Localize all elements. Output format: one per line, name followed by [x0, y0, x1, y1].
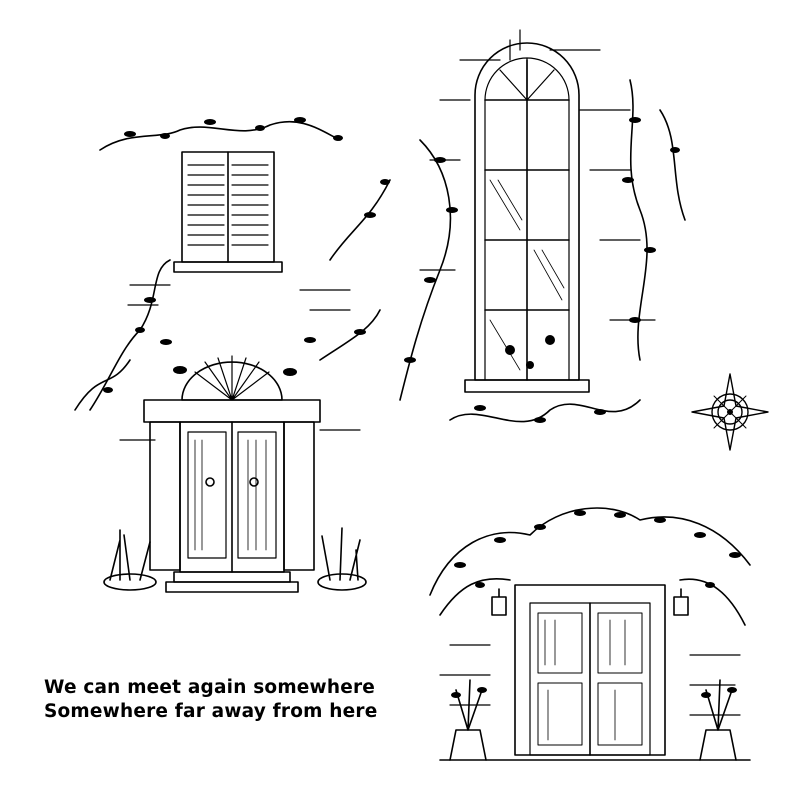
arched-window-illustration — [380, 20, 700, 423]
rustic-door-illustration — [420, 485, 765, 785]
quote-line-1: We can meet again somewhere — [44, 677, 376, 698]
quote-line-2: Somewhere far away from here — [44, 701, 378, 722]
quote-text: We can meet again somewhere Somewhere fa… — [44, 676, 404, 724]
ornate-door-illustration — [70, 117, 400, 600]
compass-rose-icon — [688, 370, 772, 454]
